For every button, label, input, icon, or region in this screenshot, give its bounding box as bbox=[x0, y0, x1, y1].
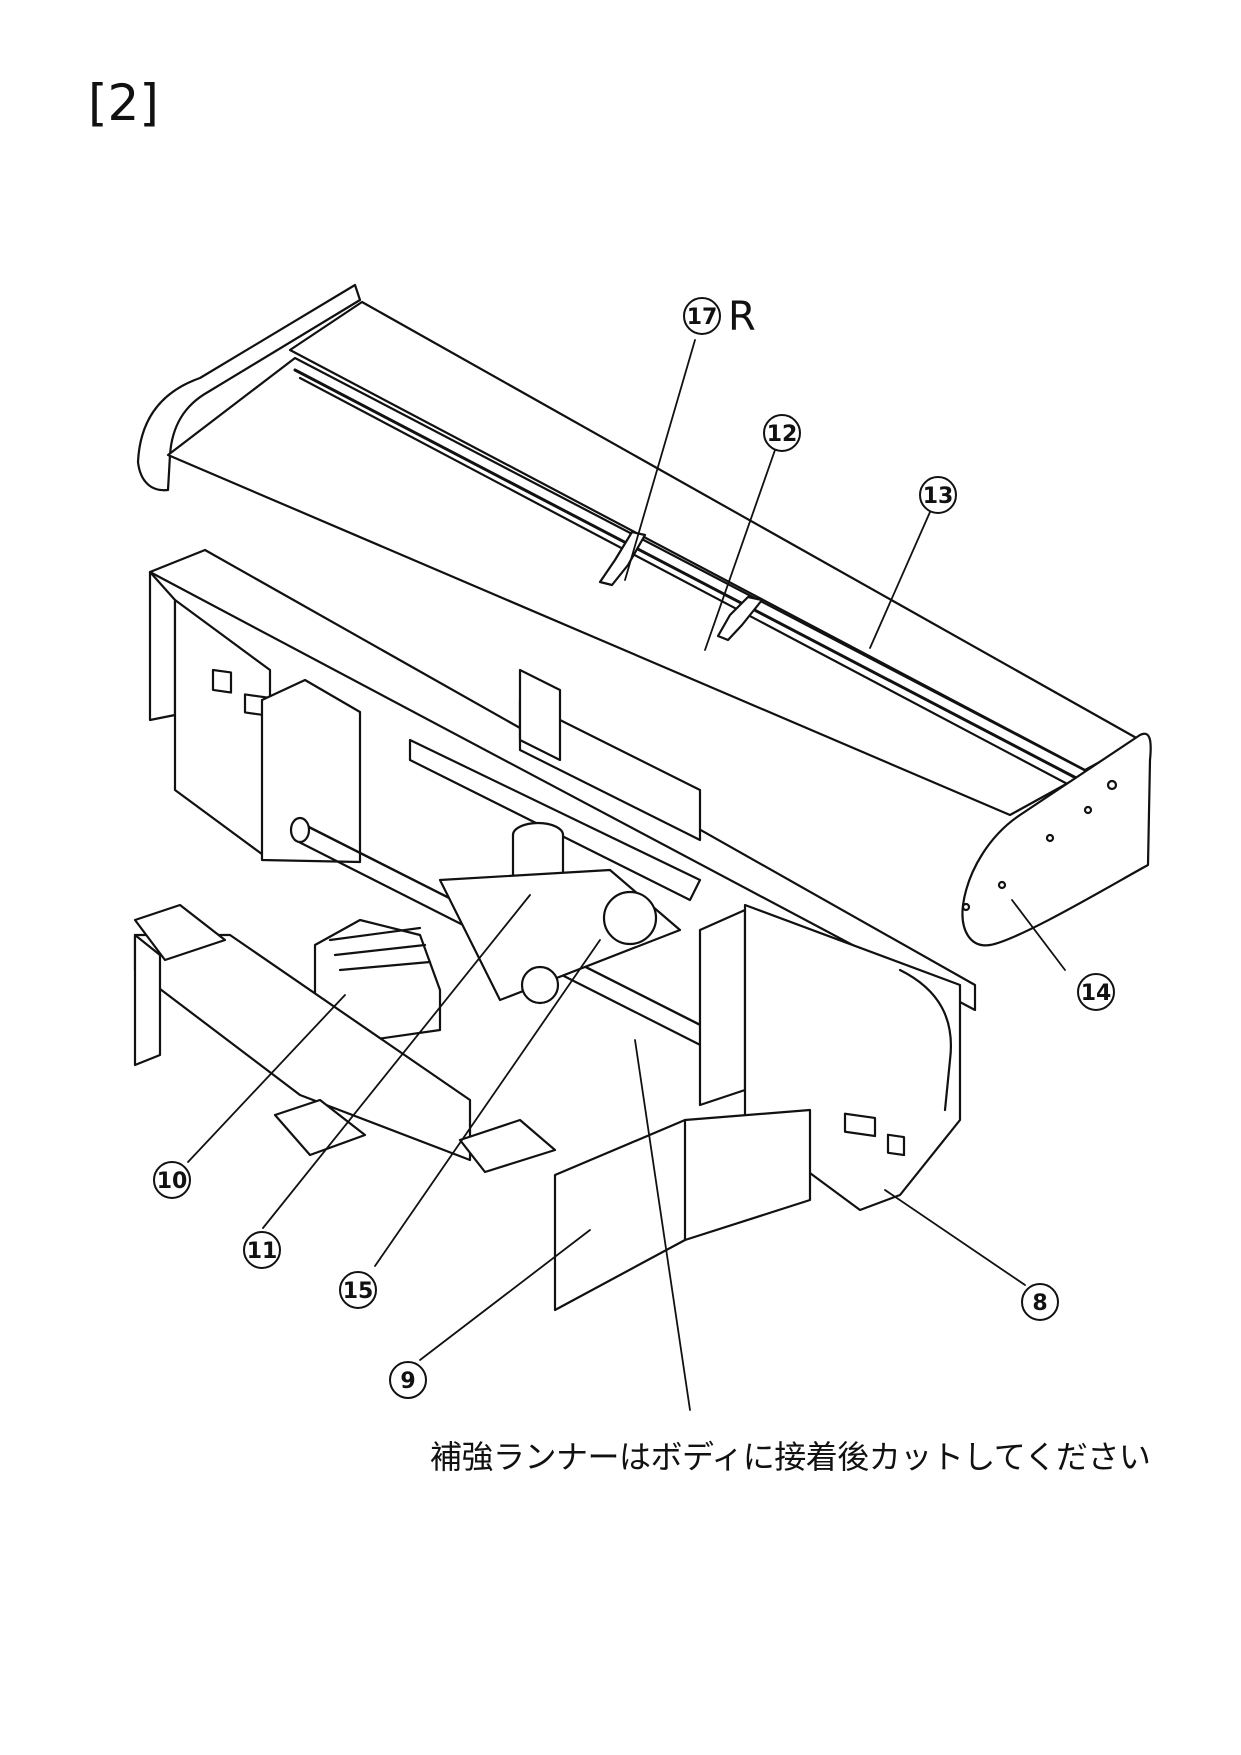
callout-9: 9 bbox=[389, 1361, 427, 1399]
callout-17-number: 17 bbox=[687, 305, 718, 330]
callout-8-number: 8 bbox=[1032, 1291, 1047, 1316]
callout-17: 17 R bbox=[683, 294, 756, 340]
callout-10: 10 bbox=[153, 1161, 191, 1199]
callout-9-number: 9 bbox=[400, 1369, 415, 1394]
callout-12: 12 bbox=[763, 414, 801, 452]
callout-10-number: 10 bbox=[157, 1169, 188, 1194]
callout-11: 11 bbox=[243, 1231, 281, 1269]
rear-body bbox=[133, 548, 977, 1312]
callout-13: 13 bbox=[919, 476, 957, 514]
callout-14-number: 14 bbox=[1081, 981, 1112, 1006]
callout-17-suffix: R bbox=[728, 294, 756, 340]
leader-lines bbox=[187, 339, 1066, 1411]
callout-12-number: 12 bbox=[767, 422, 798, 447]
callout-13-number: 13 bbox=[923, 484, 954, 509]
callout-8: 8 bbox=[1021, 1283, 1059, 1321]
cutting-instruction-note: 補強ランナーはボディに接着後カットしてください bbox=[430, 1438, 1151, 1476]
callout-14: 14 bbox=[1077, 973, 1115, 1011]
step-label: [2] bbox=[88, 74, 159, 132]
callout-15: 15 bbox=[339, 1271, 377, 1309]
rear-wing bbox=[136, 283, 1152, 947]
callout-15-number: 15 bbox=[343, 1279, 374, 1304]
callout-11-number: 11 bbox=[247, 1239, 278, 1264]
